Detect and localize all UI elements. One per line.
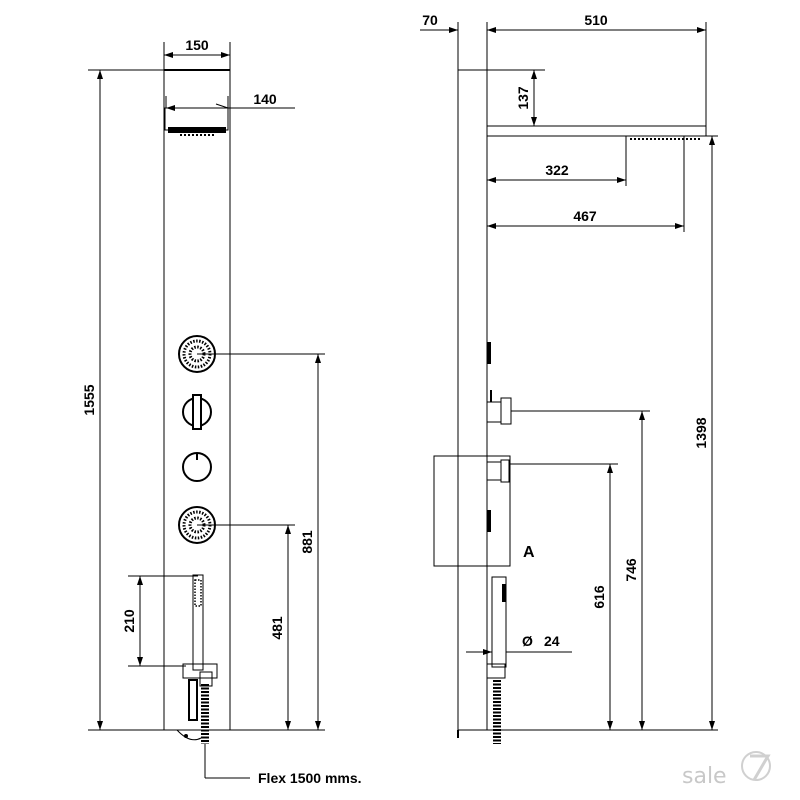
mixer-handle-icon <box>182 394 212 430</box>
side-hand-shower <box>486 576 507 744</box>
dim-label-24: 24 <box>544 633 560 649</box>
dim-label-616: 616 <box>591 585 607 609</box>
dim-label-881: 881 <box>299 530 315 554</box>
flex-note-leader: Flex 1500 mms. <box>204 744 362 786</box>
dim-label-481: 481 <box>269 616 285 640</box>
dim-label-diameter-symbol: Ø <box>522 633 533 649</box>
dim-label-70: 70 <box>422 12 438 28</box>
dim-head-height: 1398 <box>487 135 718 731</box>
dim-head-far-edge: 467 <box>487 136 685 232</box>
front-view: 150 140 1555 210 881 <box>81 37 362 786</box>
dim-head-center-offset: 322 <box>487 136 627 186</box>
dim-label-1555: 1555 <box>81 384 97 415</box>
watermark-text: sale <box>682 764 727 789</box>
flex-note-text: Flex 1500 mms. <box>258 770 362 786</box>
dim-arm-length: 510 <box>487 12 707 126</box>
dim-label-510: 510 <box>584 12 608 28</box>
dim-head-width: 140 <box>165 91 295 111</box>
dim-lower-jet-height: 481 <box>197 524 295 730</box>
dim-label-137: 137 <box>515 86 531 110</box>
side-mixer-handle <box>486 390 512 425</box>
dim-label-467: 467 <box>573 208 597 224</box>
dim-front-width: 150 <box>163 37 231 70</box>
dim-label-140: 140 <box>253 91 277 107</box>
dim-arm-height: 137 <box>487 69 545 126</box>
dim-label-746: 746 <box>623 558 639 582</box>
dim-mixer-height: 746 <box>511 410 650 730</box>
dim-side-depth: 70 <box>420 12 500 70</box>
concealed-box-a: A <box>433 455 535 567</box>
watermark: sale <box>682 751 771 789</box>
dim-label-322: 322 <box>545 162 569 178</box>
side-lower-jet <box>487 510 491 532</box>
dim-upper-jet-height: 881 <box>197 353 325 731</box>
front-head-shower <box>164 107 229 136</box>
dim-box-height: 616 <box>509 463 618 730</box>
dim-label-1398: 1398 <box>693 417 709 448</box>
side-view: A 70 510 137 <box>420 12 718 744</box>
dim-hand-shower-length: 210 <box>121 575 198 667</box>
diverter-knob-icon <box>182 452 212 482</box>
front-hand-shower <box>176 574 218 744</box>
dim-label-210: 210 <box>121 609 137 633</box>
box-label-a: A <box>523 544 535 561</box>
dim-hose-diameter: Ø 24 <box>466 633 572 655</box>
side-shower-arm <box>487 125 707 140</box>
dim-label-150: 150 <box>185 37 209 53</box>
side-upper-jet <box>487 342 491 364</box>
dim-total-height: 1555 <box>81 69 164 731</box>
watermark-logo-icon <box>741 751 771 781</box>
